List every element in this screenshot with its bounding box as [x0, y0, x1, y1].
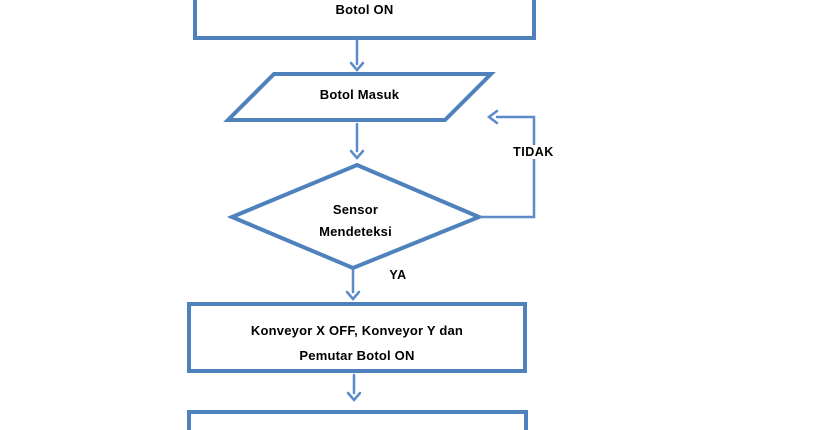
- connector-tidak-loop: [479, 115, 536, 219]
- decision-diamond-shape: [226, 162, 485, 271]
- arrowhead-down-1: [349, 61, 365, 72]
- process-start-shape: [193, 0, 536, 40]
- edge-label-tidak: TIDAK: [507, 145, 560, 159]
- process-next-shape: [187, 410, 528, 430]
- process-start-label: Botol ON: [335, 2, 394, 17]
- arrowhead-down-2: [349, 149, 365, 160]
- decision-diamond-label: Sensor Mendeteksi: [319, 202, 392, 239]
- arrowhead-down-3: [345, 290, 361, 301]
- process-konveyor-shape: [187, 302, 527, 373]
- arrowhead-down-4: [346, 391, 362, 402]
- edge-label-ya: YA: [389, 268, 407, 282]
- process-konveyor-label: Konveyor X OFF, Konveyor Y dan Pemutar B…: [250, 323, 464, 363]
- arrowhead-left-tidak: [486, 109, 499, 125]
- io-parallelogram-label: Botol Masuk: [319, 87, 400, 102]
- io-parallelogram-shape: [223, 72, 496, 122]
